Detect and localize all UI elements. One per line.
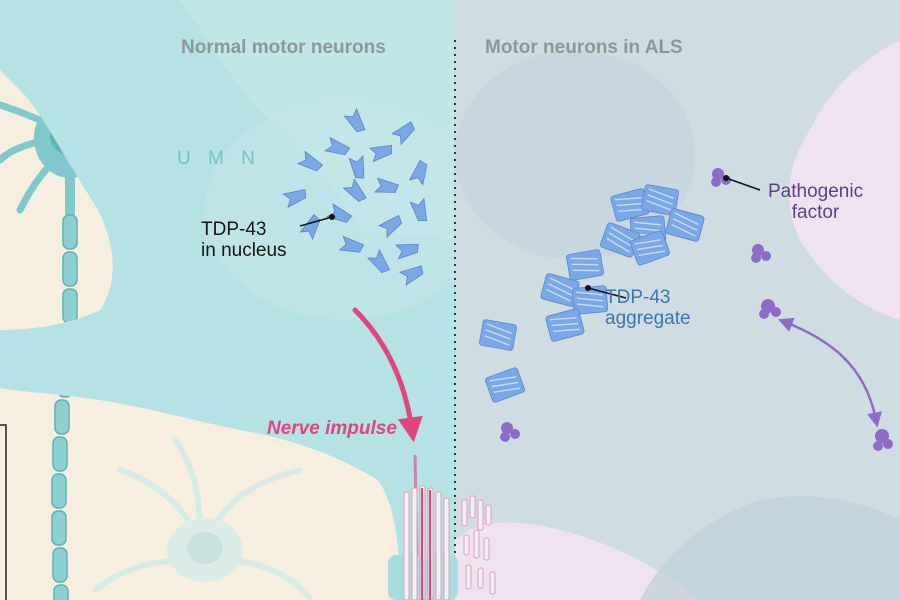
pathogenic-pointer (725, 177, 761, 191)
frame-line (0, 424, 7, 600)
tdp43-aggregate-pointer (587, 287, 627, 299)
als-junction (461, 495, 496, 595)
pathogenic-factor-line-1: Pathogenic (768, 181, 864, 202)
normal-nucleus (205, 100, 485, 320)
als-lower-lobe (640, 496, 900, 600)
pathogenic-factor-blob (500, 422, 520, 442)
pathogenic-factors (500, 168, 893, 451)
pathogenic-factor-line-2: factor (791, 202, 840, 224)
panel-title-normal: Normal motor neurons (181, 37, 386, 58)
umn-label: U M N (177, 148, 261, 169)
pathogenic-factor-blob (759, 299, 781, 319)
tdp43-nucleus-label: TDP-43 in nucleus (201, 219, 287, 262)
tdp43-aggregate-label: TDP-43 aggregate (605, 287, 691, 330)
tdp43-aggregate-line-1: TDP-43 (605, 287, 671, 308)
pathogenic-factor-blob (873, 429, 893, 451)
tdp43-nucleus-pointer (299, 216, 333, 227)
nerve-impulse-arrow (352, 307, 423, 443)
spread-arrow (778, 317, 882, 428)
panel-title-als: Motor neurons in ALS (485, 37, 683, 58)
nerve-impulse-label: Nerve impulse (267, 418, 397, 439)
tdp43-nucleus-line-1: TDP-43 (201, 219, 267, 240)
background-neuron-nucleus (187, 532, 223, 564)
tdp43-aggregate-line-2: aggregate (605, 308, 691, 330)
tdp43-nucleus-line-2: in nucleus (201, 240, 287, 262)
pathogenic-factor-blob (751, 244, 771, 263)
pathogenic-factor-label: Pathogenic factor (768, 181, 863, 224)
normal-junction (388, 485, 458, 600)
